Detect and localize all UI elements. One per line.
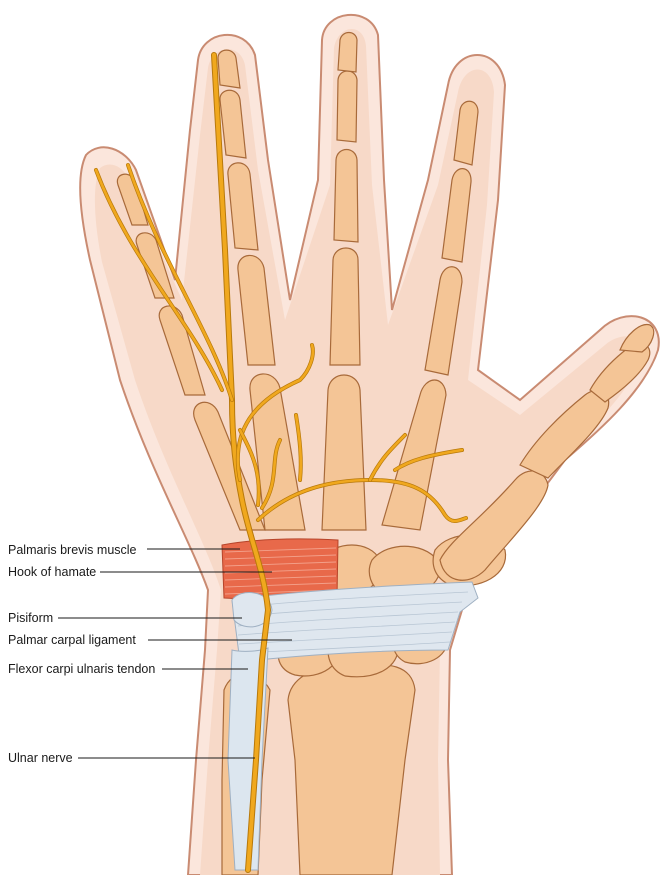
label-text-flexor-carpi-ulnaris: Flexor carpi ulnaris tendon [8,662,155,676]
label-flexor-carpi-ulnaris: Flexor carpi ulnaris tendon [8,662,248,676]
label-text-ulnar-nerve: Ulnar nerve [8,751,73,765]
label-text-palmaris-brevis: Palmaris brevis muscle [8,543,137,557]
label-text-hook-of-hamate: Hook of hamate [8,565,96,579]
label-hook-of-hamate: Hook of hamate [8,565,272,579]
label-palmaris-brevis: Palmaris brevis muscle [8,543,240,557]
label-text-pisiform: Pisiform [8,611,53,625]
label-palmar-carpal-ligament: Palmar carpal ligament [8,633,292,647]
label-pisiform: Pisiform [8,611,242,625]
label-text-palmar-carpal-ligament: Palmar carpal ligament [8,633,136,647]
radius-bone [287,663,416,875]
ulnar-nerve-branches [94,52,468,873]
label-ulnar-nerve: Ulnar nerve [8,751,255,765]
